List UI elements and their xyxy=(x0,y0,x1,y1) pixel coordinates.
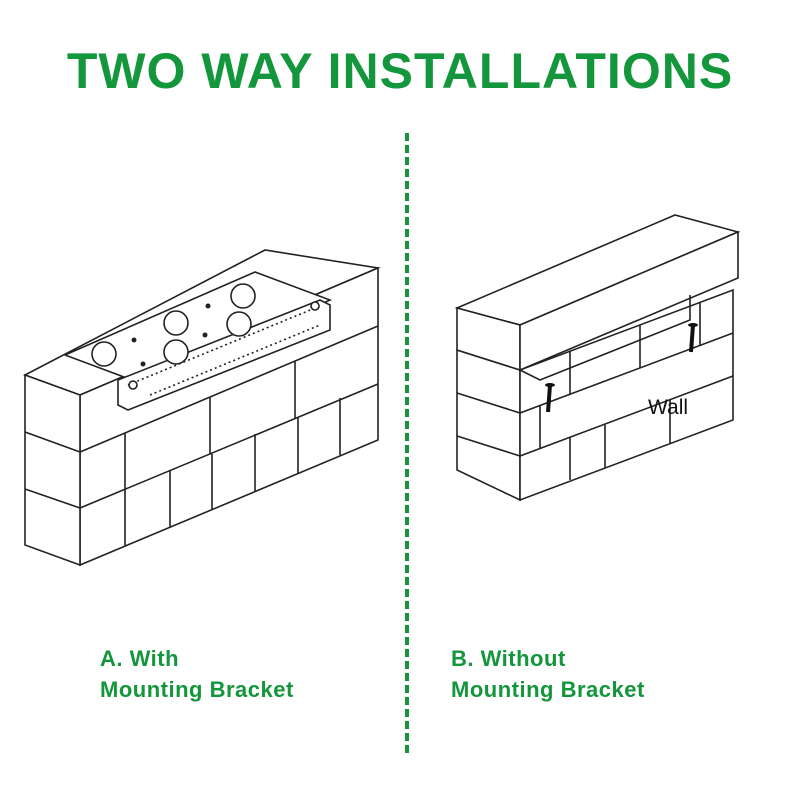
wall-without-bracket-illustration: Wall xyxy=(454,214,741,502)
option-a-caption: A. With Mounting Bracket xyxy=(100,643,294,705)
option-b-line1: B. Without xyxy=(451,646,566,671)
wall-with-bracket-illustration xyxy=(23,249,381,567)
wall-label: Wall xyxy=(648,396,688,419)
option-a-line1: A. With xyxy=(100,646,180,671)
screw-icon xyxy=(688,323,698,353)
option-b-line2: Mounting Bracket xyxy=(451,677,645,702)
screw-icon xyxy=(545,383,555,413)
option-b-caption: B. Without Mounting Bracket xyxy=(451,643,645,705)
option-a-line2: Mounting Bracket xyxy=(100,677,294,702)
page-title: TWO WAY INSTALLATIONS xyxy=(66,43,734,99)
dashed-divider xyxy=(405,133,409,753)
